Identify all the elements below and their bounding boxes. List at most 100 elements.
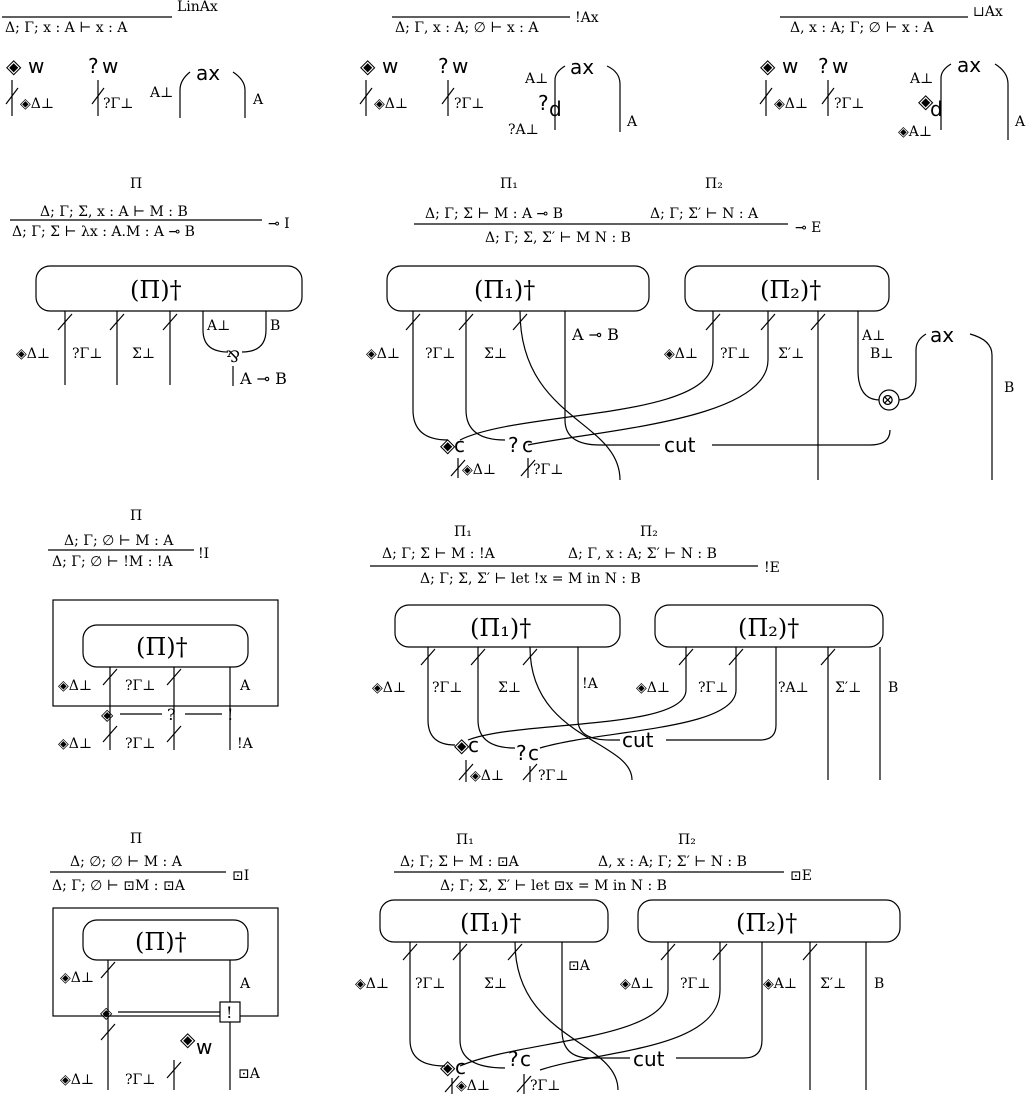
sperp-label: Σ⊥ — [498, 680, 521, 696]
box-elim-net: (Π₁)† (Π₂)† ◈Δ⊥ ?Γ⊥ Σ⊥ ⊡A cut ◈Δ⊥ ?Γ⊥ ◈A… — [355, 899, 901, 1094]
box2-label: (Π₂)† — [736, 909, 797, 937]
box-port — [219, 1001, 241, 1023]
gperp-label: ?Γ⊥ — [415, 976, 445, 992]
rule-name: ⊡I — [232, 868, 249, 884]
box2-label: (Π₂)† — [760, 276, 821, 304]
cupax-net: ◈ w ◈Δ⊥ ? w ?Γ⊥ A⊥ ax ◈ d ◈A⊥ A — [759, 53, 1026, 140]
cut-label: cut — [633, 1047, 665, 1071]
linax-sequent: Δ; Γ; x : A ⊢ x : A — [5, 20, 128, 36]
contraction-label: c — [454, 433, 465, 457]
daperp-label: ◈A⊥ — [898, 124, 932, 140]
cut-label: cut — [622, 728, 654, 752]
diamond-icon: ◈ — [440, 433, 456, 457]
dperp-label: ◈Δ⊥ — [620, 976, 654, 992]
diamond-icon: ◈ — [100, 1003, 113, 1022]
sperp-label: Σ⊥ — [132, 346, 155, 362]
promotion-box — [52, 907, 279, 1017]
bangax-rule: Δ; Γ, x : A; ∅ ⊢ x : A !Ax — [392, 10, 599, 36]
premise2: Δ; Γ, x : A; Σ′ ⊢ N : B — [568, 546, 717, 562]
dereliction-label: d — [930, 97, 943, 121]
dperp-label: ◈Δ⊥ — [372, 680, 406, 696]
bang-intro-rule: Π Δ; Γ; ∅ ⊢ M : A Δ; Γ; ∅ ⊢ !M : !A !I — [48, 508, 209, 570]
proof-box-2 — [684, 265, 890, 312]
bperp-label: B⊥ — [870, 346, 893, 362]
sperp-label: Σ⊥ — [484, 346, 507, 362]
dperp-label: ◈Δ⊥ — [60, 970, 94, 986]
axiom-link-label: ax — [570, 55, 594, 79]
box-label: (Π)† — [130, 276, 182, 304]
rule-name: ⊡E — [790, 868, 812, 884]
why-not-label: ? — [508, 1047, 519, 1071]
aperp-label: A⊥ — [909, 71, 933, 87]
bangax-sequent: Δ; Γ, x : A; ∅ ⊢ x : A — [395, 20, 539, 36]
rule-name: !E — [764, 560, 780, 576]
b-label: B — [1004, 380, 1014, 396]
gperp-label: ?Γ⊥ — [454, 96, 484, 112]
sperp2-label: Σ′⊥ — [835, 680, 861, 696]
premise2-name: Π₂ — [678, 832, 696, 848]
b-label: B — [874, 976, 884, 992]
diamond-icon: ◈ — [6, 54, 22, 78]
lolli-elim-net: (Π₁)† (Π₂)† ◈Δ⊥ ?Γ⊥ Σ⊥ A ⊸ B cut ◈Δ⊥ ?Γ⊥… — [366, 265, 1014, 481]
conclusion: Δ; Γ; ∅ ⊢ ⊡M : ⊡A — [52, 878, 186, 894]
weakening-label: w — [782, 54, 798, 78]
why-not-label: ? — [818, 54, 829, 78]
conclusion: Δ; Γ; ∅ ⊢ !M : !A — [52, 554, 173, 570]
box-intro-rule: Π Δ; ∅; ∅ ⊢ M : A Δ; Γ; ∅ ⊢ ⊡M : ⊡A ⊡I — [50, 831, 249, 894]
proof-box-1 — [379, 899, 609, 943]
par-icon: ⅋ — [226, 347, 240, 366]
box-label: (Π)† — [135, 928, 187, 956]
dperp-label: ◈Δ⊥ — [636, 680, 670, 696]
qaperp-label: ?A⊥ — [778, 680, 809, 696]
diamond-icon: ◈ — [440, 1055, 456, 1079]
rule-name: ⊸ I — [268, 216, 290, 232]
proof-box — [82, 919, 249, 961]
premise1-name: Π₁ — [456, 832, 474, 848]
linax-rule: Δ; Γ; x : A ⊢ x : A LinAx — [2, 0, 218, 36]
dperp-label: ◈Δ⊥ — [355, 976, 389, 992]
a-label: A — [1014, 114, 1026, 130]
lolli-label: A ⊸ B — [239, 369, 287, 388]
gperp-label: ?Γ⊥ — [125, 1072, 155, 1088]
dperp-label: ◈Δ⊥ — [374, 96, 408, 112]
weakening-label: w — [102, 54, 118, 78]
lolli-label: A ⊸ B — [571, 325, 619, 344]
contraction-label: c — [468, 733, 479, 757]
axiom-link-label: ax — [196, 61, 220, 85]
cupax-rule: Δ, x : A; Γ; ∅ ⊢ x : A ⊔Ax — [780, 4, 1003, 36]
why-not-label: ? — [438, 54, 449, 78]
box1-label: (Π₁)† — [460, 909, 521, 937]
sperp2-label: Σ′⊥ — [778, 346, 804, 362]
box1-label: (Π₁)† — [470, 614, 531, 642]
conclusion: Δ; Γ; Σ, Σ′ ⊢ let ⊡x = M in N : B — [440, 878, 667, 894]
b-label: B — [888, 680, 898, 696]
boxa-label: ⊡A — [238, 1066, 261, 1082]
conclusion: Δ; Γ; Σ, Σ′ ⊢ M N : B — [485, 230, 631, 246]
premise1-name: Π₁ — [454, 524, 472, 540]
dperp-label: ◈Δ⊥ — [470, 768, 504, 784]
premise1-name: Π₁ — [500, 176, 518, 192]
gperp-label: ?Γ⊥ — [720, 346, 750, 362]
axiom-link-label: ax — [957, 53, 981, 77]
aperp-label: A⊥ — [524, 71, 548, 87]
gperp-label: ?Γ⊥ — [538, 768, 568, 784]
diamond-icon: ◈ — [180, 1027, 196, 1051]
box-elim-rule: Π₁ Π₂ Δ; Γ; Σ ⊢ M : ⊡A Δ, x : A; Γ; Σ′ ⊢… — [394, 832, 812, 894]
a-label: A — [239, 976, 251, 992]
why-not-label: ? — [508, 433, 519, 457]
dperp-label: ◈Δ⊥ — [366, 346, 400, 362]
cut-label: cut — [664, 433, 696, 457]
contraction-label: c — [520, 1047, 531, 1071]
premise-name: Π — [130, 831, 142, 847]
bang-elim-net: (Π₁)† (Π₂)† ◈Δ⊥ ?Γ⊥ Σ⊥ !A cut ◈Δ⊥ ?Γ⊥ ?A… — [372, 604, 898, 784]
lolli-intro-rule: Π Δ; Γ; Σ, x : A ⊢ M : B Δ; Γ; Σ ⊢ λx : … — [10, 176, 290, 240]
proof-box-1 — [394, 604, 621, 648]
gperp-label: ?Γ⊥ — [834, 96, 864, 112]
gperp-label: ?Γ⊥ — [425, 346, 455, 362]
a-label: A — [239, 678, 251, 694]
rule-name: ⊸ E — [795, 220, 821, 236]
premise2-name: Π₂ — [640, 524, 658, 540]
premise: Δ; ∅; ∅ ⊢ M : A — [70, 854, 183, 870]
weakening-label: w — [452, 54, 468, 78]
aperp-label: A⊥ — [149, 85, 173, 101]
